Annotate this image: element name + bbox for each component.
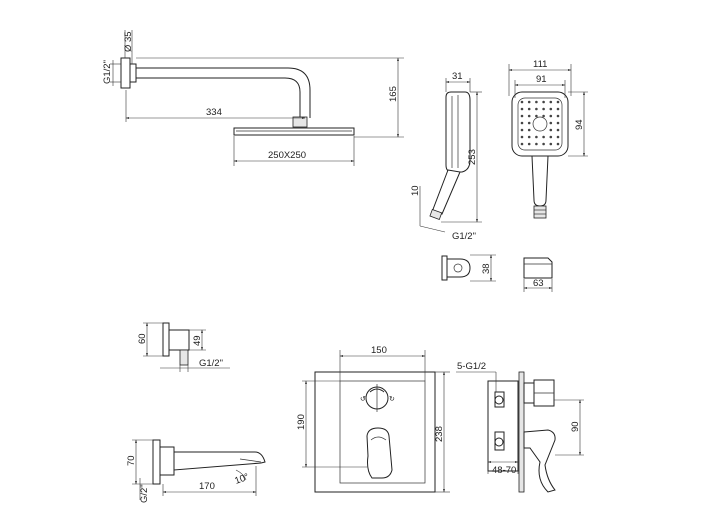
shower-arm-and-head-view: Ø 35 G1/2" 334 165 250X250 bbox=[102, 30, 404, 166]
nozzle-dot bbox=[527, 142, 531, 146]
nozzle-dot bbox=[527, 135, 531, 139]
dim-handshower-depth: 31 bbox=[452, 71, 463, 82]
dim-plate-inner-height: 190 bbox=[296, 414, 307, 430]
svg-text:↻: ↻ bbox=[389, 396, 395, 403]
nozzle-dot bbox=[542, 142, 545, 146]
handshower-front-view: 111 91 94 bbox=[508, 59, 588, 219]
nozzle-dot bbox=[527, 121, 531, 125]
dim-outlet-height-outer: 60 bbox=[137, 333, 148, 344]
nozzle-dot bbox=[527, 128, 531, 132]
nozzle-dot bbox=[535, 100, 538, 104]
dim-handshower-width-inner: 91 bbox=[536, 74, 547, 85]
nozzle-dot bbox=[549, 121, 553, 125]
nozzle-dot bbox=[556, 142, 560, 146]
nozzle-dot bbox=[549, 114, 553, 118]
nozzle-dot bbox=[535, 135, 538, 139]
handshower-face bbox=[511, 91, 569, 157]
nozzle-dot bbox=[542, 135, 545, 139]
dim-handshower-thread: G1/2" bbox=[452, 231, 476, 242]
dim-arm-thread: G1/2" bbox=[102, 60, 113, 84]
mixer-front-view: ↺ ↻ 150 190 238 bbox=[296, 345, 450, 493]
dim-spout-length: 170 bbox=[199, 481, 215, 492]
valve-lever-side bbox=[523, 429, 556, 493]
dim-spout-height: 70 bbox=[126, 455, 137, 466]
handshower-handle-front bbox=[531, 155, 549, 207]
dim-holder-width: 63 bbox=[533, 278, 544, 289]
outlet-plate bbox=[162, 322, 170, 357]
nozzle-dot bbox=[549, 107, 553, 111]
nozzle-grid bbox=[520, 100, 560, 146]
dim-handshower-head-height: 94 bbox=[574, 119, 585, 130]
holder-front bbox=[523, 257, 553, 279]
nozzle-dot bbox=[542, 107, 545, 111]
nozzle-dot bbox=[556, 114, 560, 118]
dim-spout-thread: G/2" bbox=[139, 484, 150, 503]
dim-handshower-width-outer: 111 bbox=[533, 59, 547, 70]
nozzle-dot bbox=[535, 114, 538, 118]
spout-view: 70 G/2" 170 10° bbox=[126, 439, 266, 503]
handshower-side-view: 31 253 10 G1/2" bbox=[410, 71, 482, 242]
dim-arm-diameter: Ø 35 bbox=[123, 31, 134, 52]
nozzle-dot bbox=[556, 135, 560, 139]
nozzle-dot bbox=[520, 128, 524, 132]
dim-spout-angle: 10° bbox=[233, 472, 250, 487]
nozzle-dot bbox=[549, 135, 553, 139]
dim-outlet-thread: G1/2" bbox=[199, 358, 223, 369]
nozzle-dot bbox=[520, 107, 524, 111]
wall-outlet-view: 60 49 G1/2" bbox=[137, 322, 230, 372]
rain-shower-head bbox=[233, 127, 355, 136]
dim-arm-length: 334 bbox=[206, 107, 222, 118]
nozzle-dot bbox=[556, 100, 560, 104]
nozzle-dot bbox=[542, 114, 545, 118]
dim-outlet-height-inner: 49 bbox=[192, 335, 203, 346]
nozzle-dot bbox=[556, 107, 560, 111]
dim-holder-depth: 38 bbox=[481, 263, 492, 274]
mixer-side-view: 5-G1/2 90 48-70 bbox=[456, 361, 584, 493]
wall-line bbox=[518, 371, 525, 493]
nozzle-dot bbox=[549, 142, 553, 146]
nozzle-dot bbox=[556, 128, 560, 132]
nozzle-dot bbox=[549, 128, 553, 132]
nozzle-dot bbox=[520, 100, 524, 104]
nozzle-dot bbox=[520, 114, 524, 118]
nozzle-dot bbox=[527, 107, 531, 111]
nozzle-dot bbox=[527, 100, 531, 104]
svg-text:↺: ↺ bbox=[360, 396, 366, 403]
dim-handshower-length: 253 bbox=[467, 149, 478, 165]
wall-flange bbox=[120, 57, 131, 89]
nozzle-dot bbox=[535, 142, 538, 146]
nozzle-dot bbox=[556, 121, 560, 125]
dim-valve-install-depth: 48-70 bbox=[492, 465, 516, 476]
nozzle-dot bbox=[549, 100, 553, 104]
nozzle-dot bbox=[542, 100, 545, 104]
nozzle-dot bbox=[520, 142, 524, 146]
spout-wall-plate bbox=[152, 439, 161, 485]
shower-arm bbox=[136, 67, 311, 118]
nozzle-dot bbox=[527, 114, 531, 118]
holder-views: 38 63 bbox=[441, 254, 553, 292]
dim-handshower-neck: 10 bbox=[410, 185, 421, 196]
mixer-lever bbox=[366, 427, 393, 479]
nozzle-dot bbox=[520, 135, 524, 139]
dim-head-size: 250X250 bbox=[268, 150, 306, 161]
dim-plate-width: 150 bbox=[371, 345, 387, 356]
handshower-handle-side bbox=[431, 169, 461, 215]
dim-plate-height: 238 bbox=[434, 426, 445, 442]
flange-collar bbox=[129, 63, 137, 83]
holder-side bbox=[443, 258, 471, 278]
dim-valve-depth-side: 90 bbox=[570, 421, 581, 432]
head-connector bbox=[292, 116, 308, 128]
dim-arm-height: 165 bbox=[388, 86, 399, 102]
dim-valve-ports: 5-G1/2 bbox=[457, 361, 486, 372]
nozzle-dot bbox=[535, 107, 538, 111]
nozzle-dot bbox=[520, 121, 524, 125]
spout-body bbox=[173, 451, 266, 471]
